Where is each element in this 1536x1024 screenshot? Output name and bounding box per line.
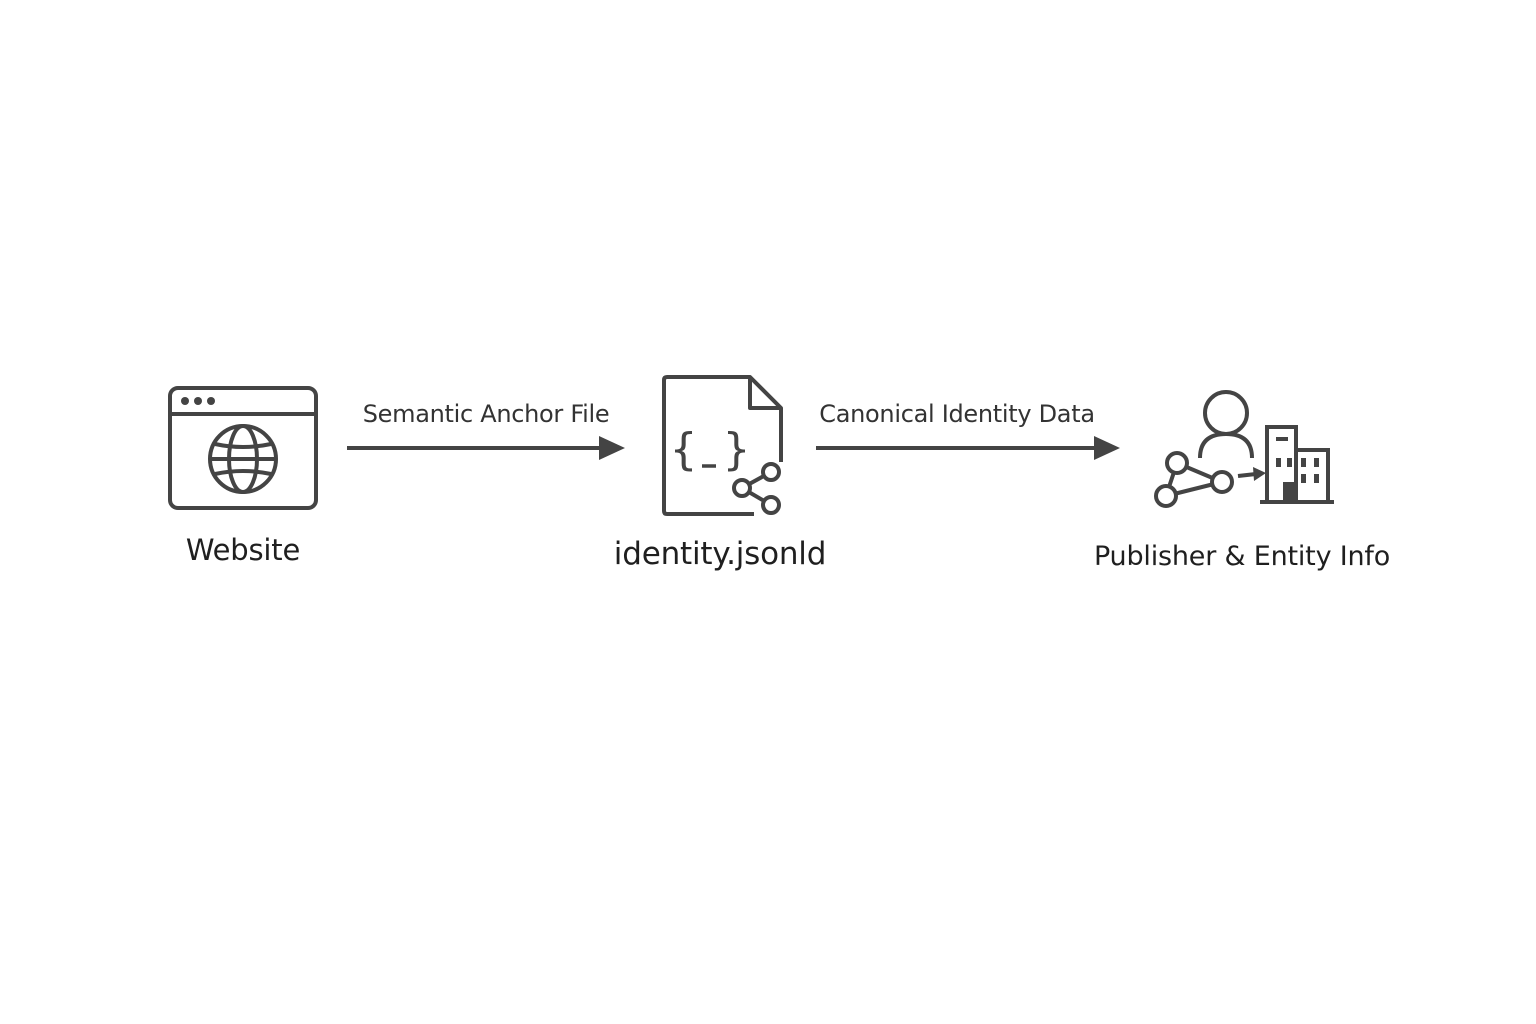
person-icon: [1198, 390, 1254, 459]
arrow-right-icon: [816, 436, 1120, 460]
person-network-building-icon: [1154, 390, 1334, 508]
network-icon: [1154, 451, 1234, 508]
identity-file-label: identity.jsonld: [613, 536, 827, 572]
json-document-share-icon: { }: [662, 375, 783, 516]
arrow-website-to-file: [347, 434, 627, 462]
building-icon: [1260, 425, 1334, 504]
canonical-identity-data-label: Canonical Identity Data: [819, 400, 1095, 428]
publisher-label: Publisher & Entity Info: [1093, 541, 1391, 572]
identity-file-node: { }: [660, 374, 788, 518]
arrow-file-to-publisher: [816, 434, 1122, 462]
browser-globe-icon: [168, 386, 318, 510]
website-label: Website: [185, 533, 301, 567]
semantic-anchor-file-label: Semantic Anchor File: [362, 400, 610, 428]
publisher-node: [1150, 390, 1336, 512]
arrow-right-icon: [347, 436, 625, 460]
website-node: [168, 386, 318, 510]
